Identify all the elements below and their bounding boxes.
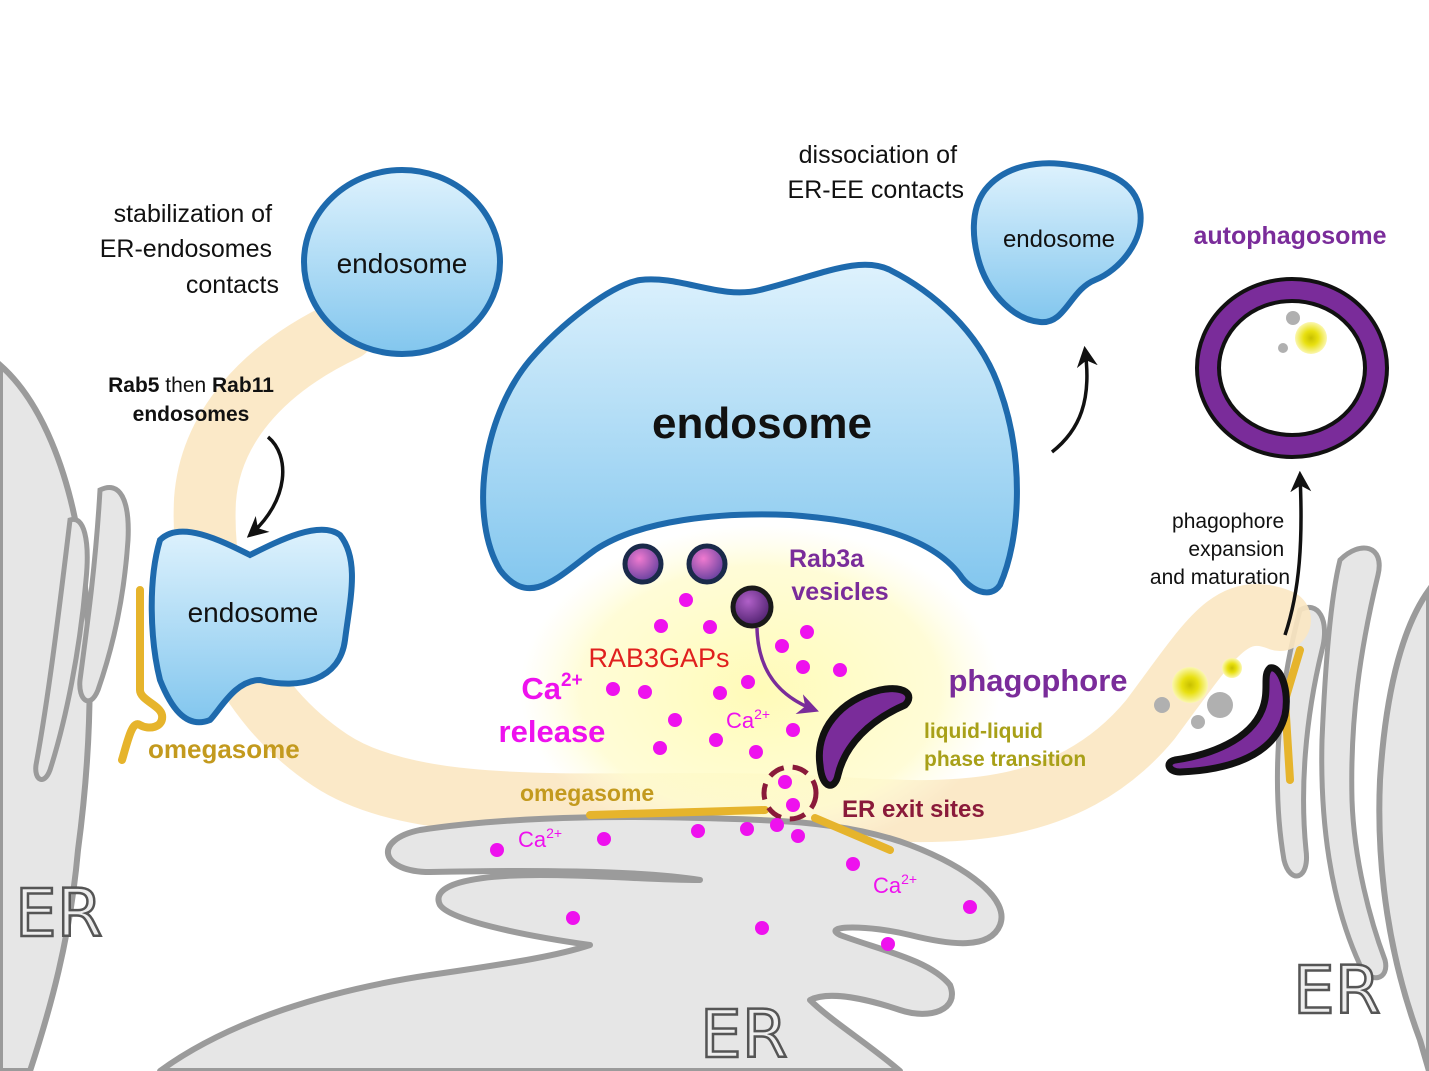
endosome-top-right-label: endosome bbox=[1003, 226, 1115, 253]
ca-dot bbox=[881, 937, 895, 951]
omegasome-center-line-right bbox=[811, 814, 894, 854]
rab5-rab11-label: Rab5 then Rab11 bbox=[108, 374, 274, 397]
ca-label-er-right: Ca2+ bbox=[873, 871, 917, 898]
autophagosome-cargo-yellow bbox=[1295, 322, 1327, 354]
omegasome-center-label: omegasome bbox=[520, 780, 654, 806]
ca-dot bbox=[654, 619, 668, 633]
stabilization-label: stabilization of ER-endosomes contacts bbox=[100, 200, 279, 299]
llpt-label: liquid-liquid phase transition bbox=[924, 720, 1086, 771]
ca-dot bbox=[778, 775, 792, 789]
rab3gaps-label: RAB3GAPs bbox=[588, 643, 729, 673]
ca-dot bbox=[846, 857, 860, 871]
cargo-yellow-small bbox=[1222, 658, 1242, 678]
ca-dot bbox=[741, 675, 755, 689]
ca-dot bbox=[786, 798, 800, 812]
arrow-rab3a-to-phagophore bbox=[755, 627, 819, 714]
ca-dot bbox=[490, 843, 504, 857]
phagophore-right-shape bbox=[1165, 664, 1290, 776]
autophagosome-cargo-grey-2 bbox=[1278, 343, 1288, 353]
endosome-top-right-shape bbox=[970, 160, 1144, 326]
ca-dot bbox=[638, 685, 652, 699]
cargo-grey-2 bbox=[1207, 692, 1233, 718]
calcium-ions bbox=[490, 593, 977, 951]
arrow-phagophore-maturation bbox=[1283, 470, 1312, 636]
ca-label-er-left: Ca2+ bbox=[518, 825, 562, 852]
ca-dot bbox=[668, 713, 682, 727]
rab3a-vesicles-label: Rab3a vesicles bbox=[789, 545, 889, 606]
ca-dot bbox=[740, 822, 754, 836]
ca-dot bbox=[606, 682, 620, 696]
ca-dot bbox=[796, 660, 810, 674]
ca-dot bbox=[791, 829, 805, 843]
release-label: release bbox=[499, 714, 606, 749]
ca-dot bbox=[833, 663, 847, 677]
cargo-yellow-large bbox=[1172, 667, 1208, 703]
er-left-label: ER bbox=[15, 875, 103, 952]
ca-dot bbox=[713, 686, 727, 700]
ca-label-halo: Ca2+ bbox=[726, 706, 770, 733]
ca-dot bbox=[749, 745, 763, 759]
membrane-contact-track bbox=[173, 299, 1311, 843]
ca-dot bbox=[770, 818, 784, 832]
cargo-grey-1 bbox=[1154, 697, 1170, 713]
ca-dot bbox=[800, 625, 814, 639]
endosome-center-shape bbox=[480, 261, 1020, 596]
cargo-grey-3 bbox=[1191, 715, 1205, 729]
er-exit-site-shape bbox=[761, 764, 819, 822]
ca-dot bbox=[963, 900, 977, 914]
endosome-top-left-label: endosome bbox=[337, 248, 468, 279]
arrow-dissociation bbox=[1050, 345, 1098, 454]
ca-dot bbox=[653, 741, 667, 755]
ca-dot bbox=[691, 824, 705, 838]
omegasome-center-line bbox=[586, 806, 769, 819]
autophagosome-ring bbox=[1199, 281, 1385, 455]
ca-dot bbox=[775, 639, 789, 653]
phagophore-expansion-label: phagophore expansion and maturation bbox=[1150, 510, 1290, 589]
endosome-left-label: endosome bbox=[188, 597, 319, 628]
rab3a-vesicle-2 bbox=[686, 543, 728, 585]
rab3a-vesicle-3 bbox=[730, 585, 774, 629]
omegasome-left-line bbox=[118, 586, 167, 764]
er-right-label: ER bbox=[1293, 952, 1381, 1029]
omegasome-left-label: omegasome bbox=[148, 734, 300, 764]
endosome-center-label: endosome bbox=[652, 399, 872, 448]
ca-dot bbox=[703, 620, 717, 634]
ca-dot bbox=[755, 921, 769, 935]
arrow-to-left-endosome bbox=[246, 435, 285, 538]
dissociation-label: dissociation of ER-EE contacts bbox=[788, 141, 964, 204]
er-exit-sites-label: ER exit sites bbox=[842, 796, 985, 823]
autophagosome-label: autophagosome bbox=[1193, 222, 1386, 250]
ca-dot bbox=[786, 723, 800, 737]
er-bottom-label: ER bbox=[700, 996, 788, 1071]
er-left-membrane bbox=[0, 361, 131, 1071]
ca-dot bbox=[597, 832, 611, 846]
ca-dot bbox=[566, 911, 580, 925]
endosome-left-shape bbox=[148, 526, 355, 726]
autophagosome-cargo-grey-1 bbox=[1286, 311, 1300, 325]
ca-dot bbox=[709, 733, 723, 747]
phase-separation-halo bbox=[520, 525, 1000, 855]
ca-dot bbox=[679, 593, 693, 607]
endosomes-label: endosomes bbox=[133, 403, 250, 426]
rab3a-vesicle-1 bbox=[622, 543, 664, 585]
ca-release-label: Ca2+ bbox=[521, 670, 582, 706]
phagophore-label: phagophore bbox=[948, 663, 1127, 698]
endosome-top-left-shape bbox=[301, 167, 503, 357]
phagophore-center-shape bbox=[815, 685, 913, 789]
er-bottom-membrane bbox=[157, 814, 1005, 1071]
